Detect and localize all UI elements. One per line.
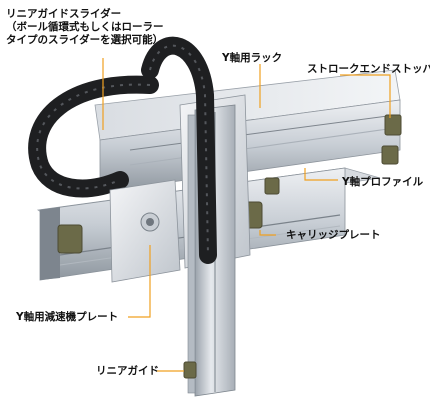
label-carriage-plate: キャリッジプレート xyxy=(286,229,381,241)
leader-lines xyxy=(102,58,391,372)
label-linear-guide: リニアガイド xyxy=(96,365,159,377)
label-y-axis-rack: Y軸用ラック xyxy=(222,52,283,64)
label-linear-guide-slider: リニアガイドスライダー （ボール循環式もしくはローラー タイプのスライダーを選択… xyxy=(6,8,164,46)
stroke-end-stoppers xyxy=(57,114,402,254)
cable-chain-right xyxy=(141,36,217,264)
label-y-axis-reducer-plate: Y軸用減速機プレート xyxy=(16,311,119,323)
label-stroke-end-stopper: ストロークエンドストッパー xyxy=(307,63,430,75)
cable-chain-left xyxy=(28,75,159,198)
upper-rail-beam xyxy=(94,69,401,193)
label-y-axis-profile: Y軸プロファイル xyxy=(342,176,424,188)
reducer-plate xyxy=(109,179,181,283)
